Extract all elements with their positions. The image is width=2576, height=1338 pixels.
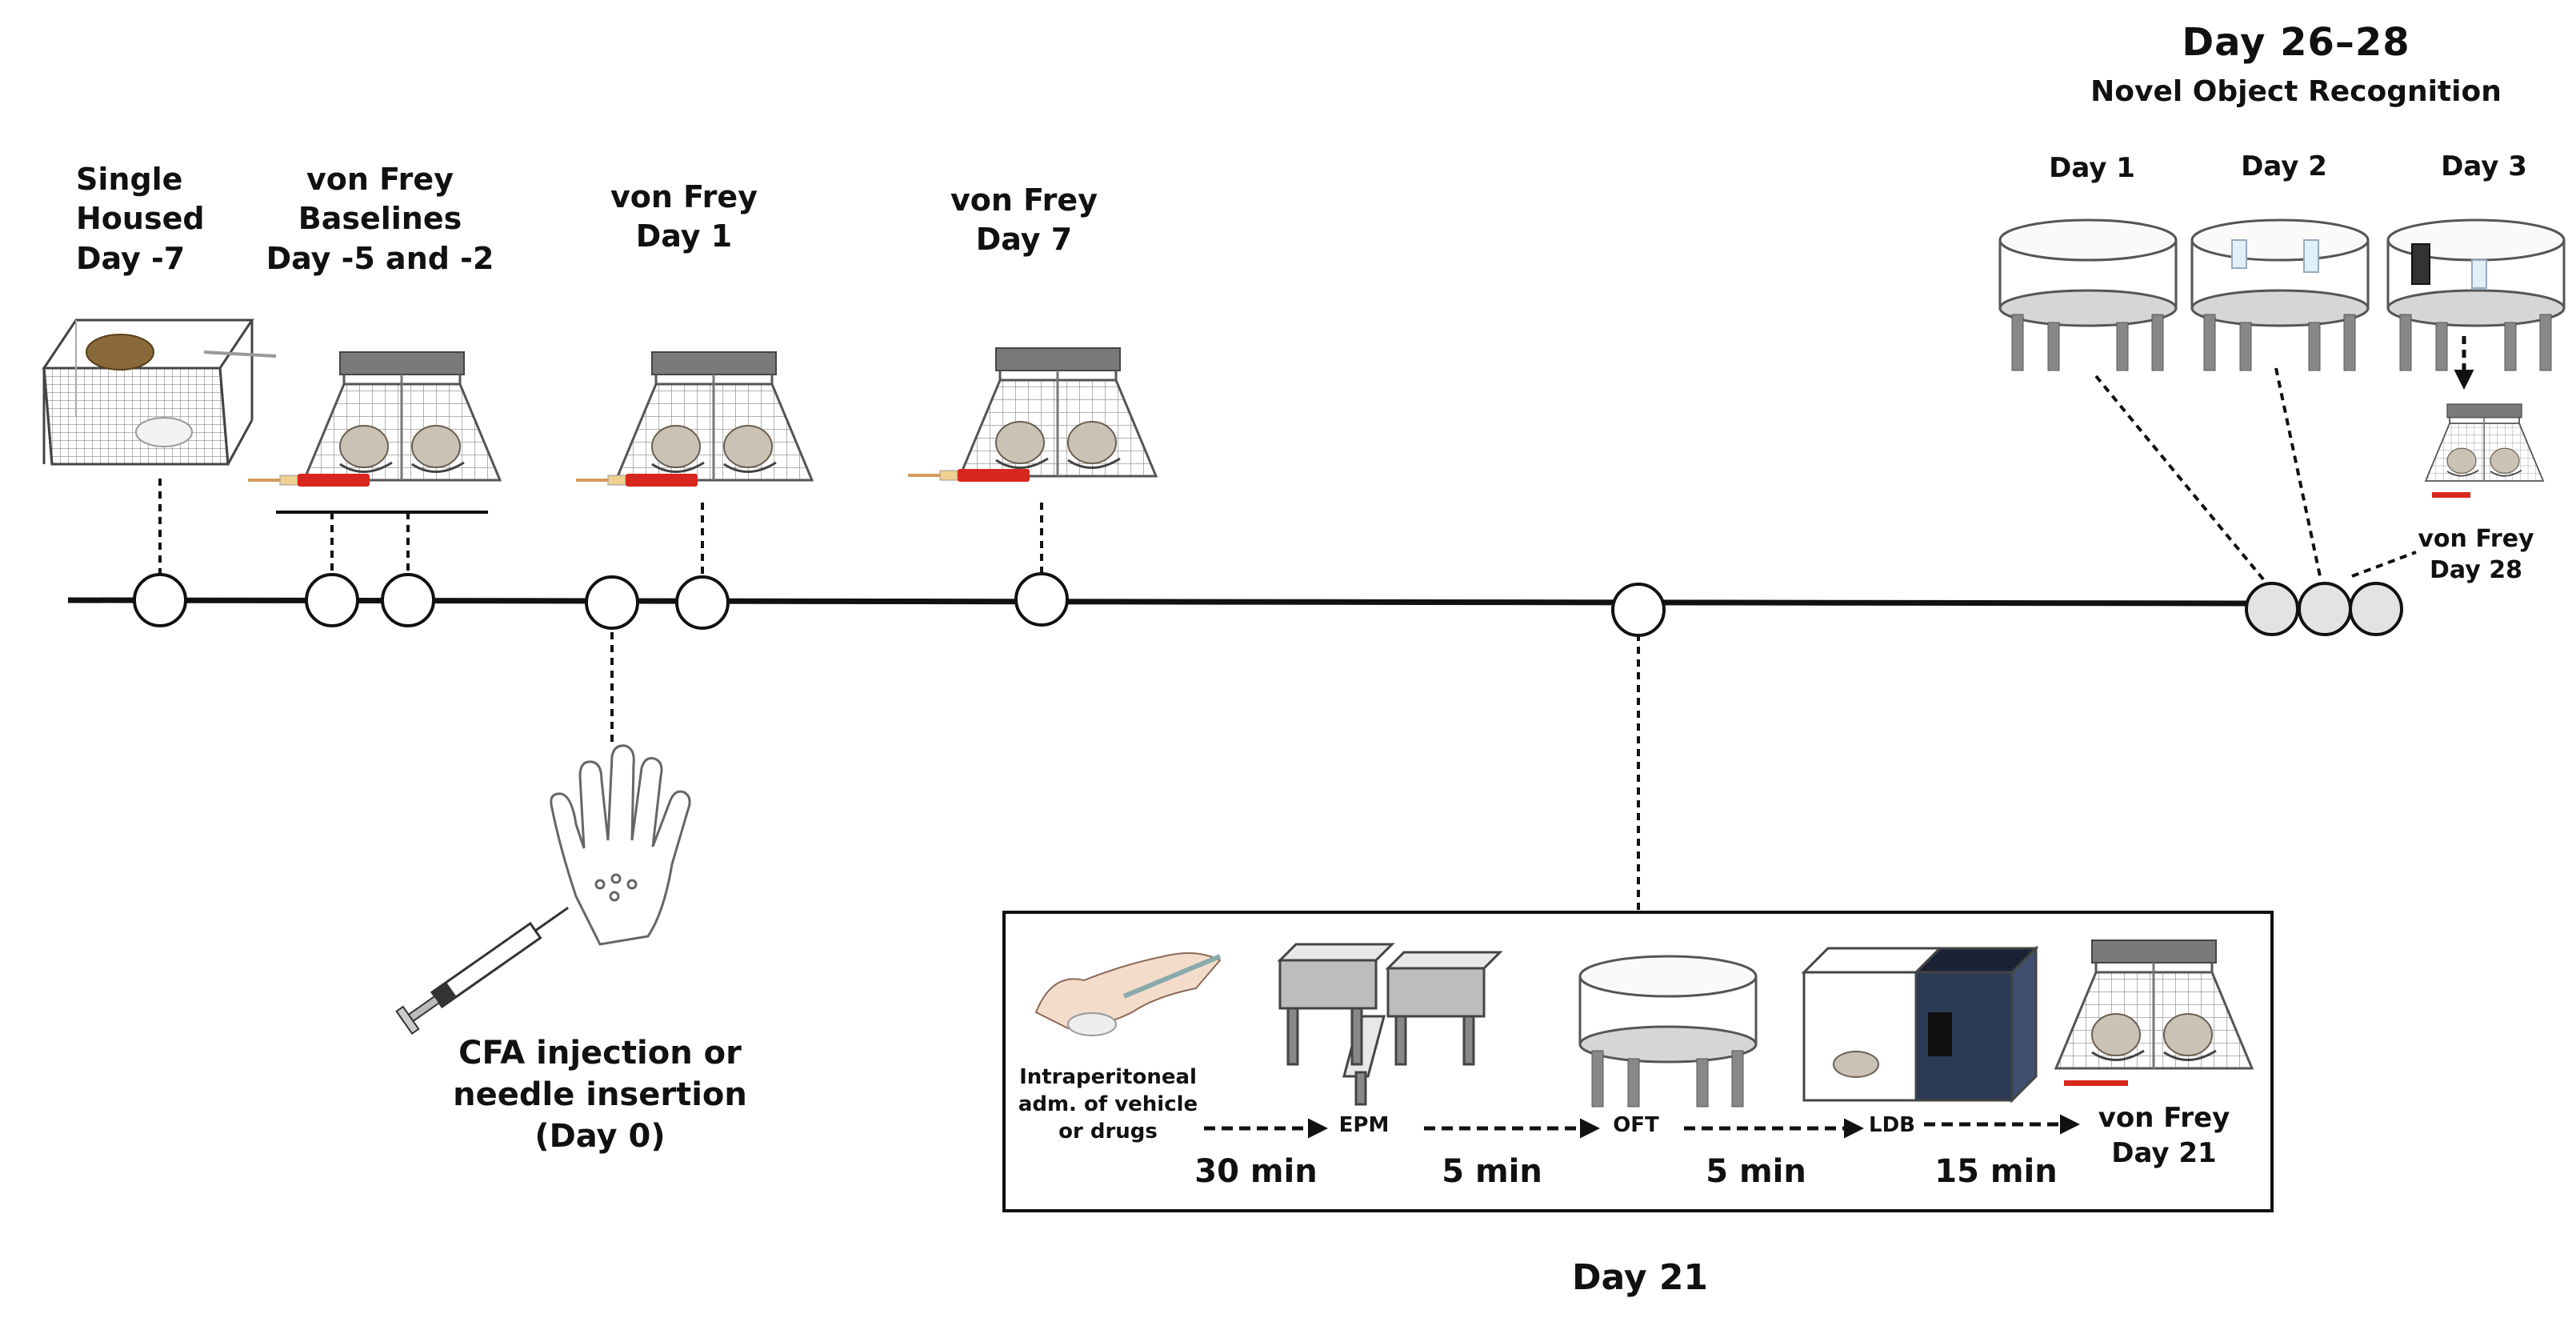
vf-day1-line1: von Frey <box>610 179 758 214</box>
nor-day1-label: Day 1 <box>2049 152 2135 184</box>
interval-5min-b: 5 min <box>1706 1153 1806 1190</box>
ip-label: Intraperitoneal adm. of vehicle or drugs <box>1012 1064 1204 1145</box>
nor-arena-day1 <box>1998 218 2178 372</box>
oft-label: OFT <box>1613 1113 1659 1137</box>
epm-label: EPM <box>1338 1113 1390 1137</box>
ldb-label: LDB <box>1869 1113 1915 1137</box>
von-frey-filament-day1 <box>574 472 699 488</box>
ip-line3: or drugs <box>1058 1119 1158 1144</box>
ip-injection-illustration <box>1034 952 1222 1036</box>
von-frey-filament-day7 <box>906 467 1031 483</box>
syringe-illustration <box>395 907 570 1036</box>
home-cage-illustration <box>42 318 277 466</box>
single-housed-line1: Single <box>76 162 183 197</box>
vf-day28-line2: Day 28 <box>2430 556 2522 584</box>
nor-day2-label: Day 2 <box>2241 150 2327 182</box>
vf-day1-label: von Frey Day 1 <box>592 178 776 257</box>
von-frey-apparatus-day28 <box>2425 403 2544 482</box>
step-arrows <box>1204 1114 2080 1139</box>
nor-arena-day3 <box>2386 218 2566 372</box>
vf-day7-label: von Frey Day 7 <box>932 181 1116 260</box>
interval-30min: 30 min <box>1194 1153 1318 1190</box>
injection-line1: CFA injection or <box>458 1035 742 1072</box>
baselines-line3: Day -5 and -2 <box>266 240 494 276</box>
von-frey-apparatus-day1 <box>614 351 814 482</box>
ip-line2: adm. of vehicle <box>1018 1092 1198 1116</box>
von-frey-apparatus-day7 <box>958 347 1158 478</box>
injection-line2: needle insertion <box>453 1076 747 1113</box>
ldb-illustration <box>1801 945 2039 1104</box>
vf-day7-line1: von Frey <box>950 182 1098 218</box>
interval-15min: 15 min <box>1934 1153 2058 1190</box>
single-housed-label: Single Housed Day -7 <box>76 160 205 278</box>
day21-caption: Day 21 <box>1571 1257 1709 1298</box>
vf-day7-line2: Day 7 <box>975 222 1073 258</box>
von-frey-filament-baseline <box>246 472 371 488</box>
epm-illustration <box>1277 943 1503 1106</box>
vf-day21-label: von Frey Day 21 <box>2080 1100 2248 1171</box>
von-frey-filament-day28 <box>2432 492 2470 498</box>
vf-day21-line2: Day 21 <box>2111 1137 2217 1170</box>
von-frey-filament-day21 <box>2064 1080 2128 1086</box>
injection-label: CFA injection or needle insertion (Day 0… <box>448 1032 752 1157</box>
baselines-line1: von Frey <box>306 162 454 197</box>
vf-day28-line1: von Frey <box>2418 525 2534 553</box>
interval-5min-a: 5 min <box>1442 1153 1542 1190</box>
nor-day3-label: Day 3 <box>2441 150 2527 182</box>
ip-line1: Intraperitoneal <box>1019 1065 1197 1089</box>
vf-day28-label: von Frey Day 28 <box>2396 523 2556 586</box>
baselines-label: von Frey Baselines Day -5 and -2 <box>256 160 504 278</box>
single-housed-line3: Day -7 <box>76 240 186 276</box>
hand-illustration <box>550 744 691 946</box>
von-frey-apparatus-baseline <box>302 351 502 482</box>
timeline-nodes <box>133 572 2403 637</box>
nor-arena-day2 <box>2190 218 2370 372</box>
injection-line3: (Day 0) <box>534 1118 666 1155</box>
baselines-line2: Baselines <box>298 201 462 237</box>
nor-subtitle: Novel Object Recognition <box>2090 75 2502 108</box>
vf-day1-line2: Day 1 <box>635 218 733 254</box>
nor-title: Day 26–28 <box>2182 20 2410 65</box>
single-housed-line2: Housed <box>76 201 205 237</box>
dashed-connectors <box>158 367 2417 912</box>
vf-day21-line1: von Frey <box>2098 1102 2230 1134</box>
